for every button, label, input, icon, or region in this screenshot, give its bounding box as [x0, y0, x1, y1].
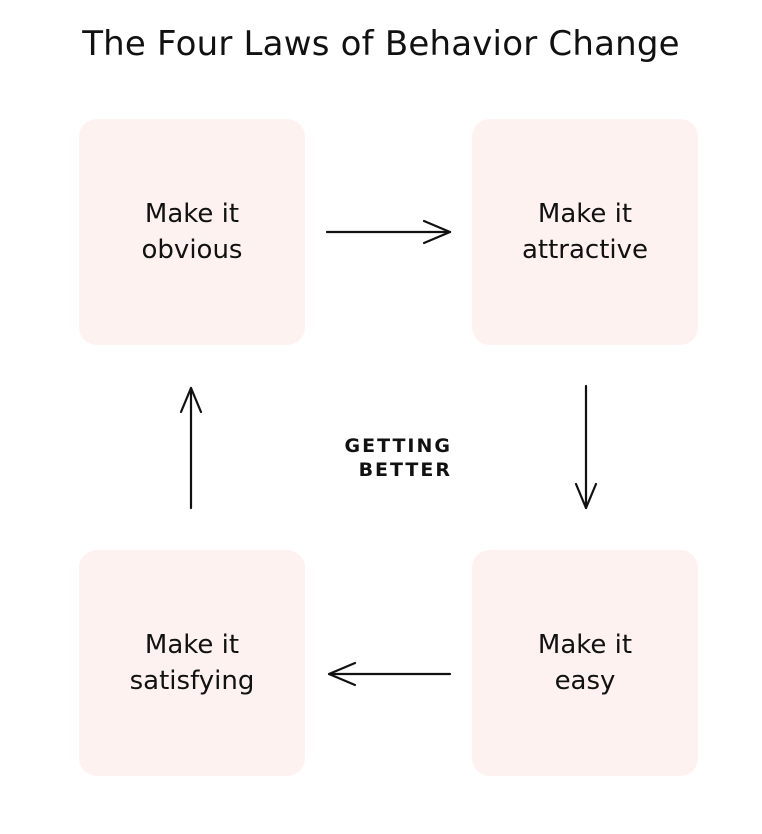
center-label-line2: BETTER — [358, 459, 452, 481]
card-label-line2: attractive — [521, 235, 649, 265]
arrow-down-icon — [574, 384, 598, 510]
card-label-line1: Make it — [144, 630, 240, 660]
arrow-left-icon — [327, 661, 452, 687]
card-label-line1: Make it — [537, 630, 633, 660]
card-make-it-easy: Make it easy — [472, 550, 698, 776]
card-make-it-satisfying: Make it satisfying — [79, 550, 305, 776]
card-make-it-obvious: Make it obvious — [79, 119, 305, 345]
card-label-line2: satisfying — [129, 666, 255, 696]
card-label: Make it satisfying — [130, 627, 255, 699]
card-make-it-attractive: Make it attractive — [472, 119, 698, 345]
card-label-line1: Make it — [537, 199, 633, 229]
card-label-line1: Make it — [144, 199, 240, 229]
diagram-title: The Four Laws of Behavior Change — [82, 24, 680, 64]
arrow-up-icon — [179, 386, 203, 510]
card-label: Make it attractive — [522, 196, 648, 268]
card-label: Make it obvious — [142, 196, 243, 268]
center-label-line1: GETTING — [344, 435, 452, 457]
card-label-line2: obvious — [141, 235, 243, 265]
card-label: Make it easy — [538, 627, 632, 699]
arrow-right-icon — [325, 219, 452, 245]
card-label-line2: easy — [554, 666, 616, 696]
cycle-center-label: GETTING BETTER — [300, 434, 452, 482]
